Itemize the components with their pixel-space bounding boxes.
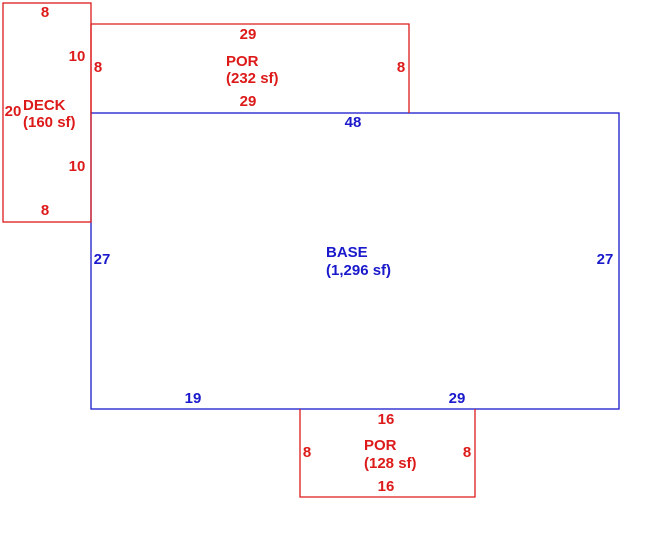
base-dim-right: 27	[597, 251, 614, 268]
porch-bottom-dim-bottom: 16	[378, 478, 395, 495]
porch-top-area-label: (232 sf)	[226, 70, 279, 87]
porch-top-dim-left: 8	[94, 59, 102, 76]
porch-top-dim-bottom: 29	[240, 93, 257, 110]
deck-dim-left: 20	[5, 103, 22, 120]
deck-area-label: (160 sf)	[23, 114, 76, 131]
porch-bottom-dim-top: 16	[378, 411, 395, 428]
base-area-label: (1,296 sf)	[326, 262, 391, 279]
porch-bottom-area: POR (128 sf) 16 16 8 8	[299, 409, 476, 498]
deck-area: DECK (160 sf) 8 8 20 10 10	[2, 2, 92, 223]
porch-top-dim-top: 29	[240, 26, 257, 43]
base-dim-bottom-right: 29	[449, 390, 466, 407]
porch-bottom-outline	[299, 409, 476, 498]
porch-bottom-label: POR	[364, 437, 397, 454]
porch-bottom-area-label: (128 sf)	[364, 455, 417, 472]
porch-bottom-dim-left: 8	[303, 444, 311, 461]
deck-dim-right-lower: 10	[69, 158, 86, 175]
deck-dim-top: 8	[41, 4, 49, 21]
porch-top-area: POR (232 sf) 29 29 8 8	[90, 23, 410, 113]
base-outline	[90, 112, 620, 410]
base-dim-top: 48	[345, 114, 362, 131]
base-label: BASE	[326, 244, 368, 261]
base-dim-bottom-left: 19	[185, 390, 202, 407]
base-area: BASE (1,296 sf) 48 27 27 19 29	[90, 112, 620, 410]
porch-top-dim-right: 8	[397, 59, 405, 76]
porch-bottom-dim-right: 8	[463, 444, 471, 461]
deck-label: DECK	[23, 97, 66, 114]
base-dim-left: 27	[94, 251, 111, 268]
porch-top-label: POR	[226, 53, 259, 70]
deck-dim-bottom: 8	[41, 202, 49, 219]
deck-dim-right-upper: 10	[69, 48, 86, 65]
deck-outline	[2, 2, 92, 223]
